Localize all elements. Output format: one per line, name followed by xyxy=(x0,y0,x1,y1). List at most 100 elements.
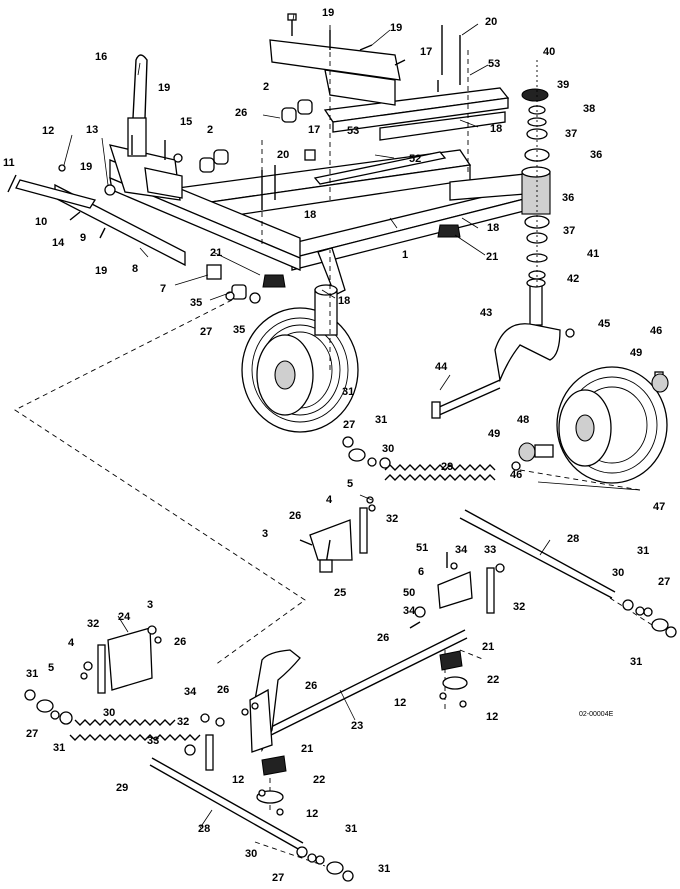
callout-17: 17 xyxy=(308,124,320,136)
callout-26: 26 xyxy=(289,510,301,522)
drawing-code: 02-00004E xyxy=(579,711,614,718)
callout-31: 31 xyxy=(630,656,642,668)
callout-31: 31 xyxy=(53,742,65,754)
callout-30: 30 xyxy=(612,567,624,579)
caster-wheel-right xyxy=(431,278,668,484)
callout-33: 33 xyxy=(147,735,159,747)
caster-wheel-left xyxy=(241,284,359,433)
callout-32: 32 xyxy=(87,618,99,630)
callout-21: 21 xyxy=(301,743,313,755)
callout-43: 43 xyxy=(480,307,492,319)
callout-5: 5 xyxy=(48,662,54,674)
caster-bearing-stack xyxy=(521,60,550,290)
callout-19: 19 xyxy=(80,161,92,173)
callout-3: 3 xyxy=(262,528,268,540)
callout-31: 31 xyxy=(26,668,38,680)
callout-18: 18 xyxy=(304,209,316,221)
callout-15: 15 xyxy=(180,116,192,128)
callout-1: 1 xyxy=(402,249,408,261)
callout-51: 51 xyxy=(416,542,428,554)
callout-52: 52 xyxy=(409,153,421,165)
callout-37: 37 xyxy=(563,225,575,237)
callout-36: 36 xyxy=(562,192,574,204)
callout-49: 49 xyxy=(630,347,642,359)
callout-28: 28 xyxy=(567,533,579,545)
callout-28: 28 xyxy=(198,823,210,835)
callout-41: 41 xyxy=(587,248,599,260)
callout-29: 29 xyxy=(441,461,453,473)
callout-22: 22 xyxy=(313,774,325,786)
callout-44: 44 xyxy=(435,361,448,373)
callout-5: 5 xyxy=(347,478,353,490)
callout-40: 40 xyxy=(543,46,555,58)
callout-35: 35 xyxy=(190,297,202,309)
callout-26: 26 xyxy=(174,636,186,648)
callout-4: 4 xyxy=(326,494,333,506)
callout-27: 27 xyxy=(343,419,355,431)
callout-2: 2 xyxy=(263,81,269,93)
callout-26: 26 xyxy=(305,680,317,692)
callout-2: 2 xyxy=(207,124,213,136)
callout-48: 48 xyxy=(517,414,529,426)
callout-42: 42 xyxy=(567,273,579,285)
leader-lines xyxy=(63,13,641,829)
callout-32: 32 xyxy=(386,513,398,525)
callout-53: 53 xyxy=(488,58,500,70)
callout-45: 45 xyxy=(598,318,610,330)
callout-22: 22 xyxy=(487,674,499,686)
callout-17: 17 xyxy=(420,46,432,58)
callout-20: 20 xyxy=(485,16,497,28)
callout-25: 25 xyxy=(334,587,346,599)
callout-30: 30 xyxy=(103,707,115,719)
callout-32: 32 xyxy=(513,601,525,613)
callout-53: 53 xyxy=(347,125,359,137)
callout-24: 24 xyxy=(118,611,131,623)
callout-8: 8 xyxy=(132,263,138,275)
main-frame xyxy=(15,39,551,296)
callout-12: 12 xyxy=(232,774,244,786)
upper-hardware xyxy=(7,13,669,471)
callout-46: 46 xyxy=(510,469,522,481)
callout-19: 19 xyxy=(95,265,107,277)
callout-10: 10 xyxy=(35,216,47,228)
callout-36: 36 xyxy=(590,149,602,161)
callout-26: 26 xyxy=(377,632,389,644)
callout-31: 31 xyxy=(342,386,354,398)
callout-34: 34 xyxy=(184,686,197,698)
callout-33: 33 xyxy=(484,544,496,556)
callout-7: 7 xyxy=(160,283,166,295)
callout-18: 18 xyxy=(338,295,350,307)
callout-35: 35 xyxy=(233,324,245,336)
callout-47: 47 xyxy=(653,501,665,513)
callout-23: 23 xyxy=(351,720,363,732)
callout-11: 11 xyxy=(3,157,15,169)
callout-13: 13 xyxy=(86,124,98,136)
callout-14: 14 xyxy=(52,237,65,249)
callout-30: 30 xyxy=(382,443,394,455)
callout-21: 21 xyxy=(486,251,498,263)
callout-4: 4 xyxy=(68,637,75,649)
callout-20: 20 xyxy=(277,149,289,161)
callout-49: 49 xyxy=(488,428,500,440)
callout-31: 31 xyxy=(375,414,387,426)
callout-16: 16 xyxy=(95,51,107,63)
callout-27: 27 xyxy=(272,872,284,884)
callout-21: 21 xyxy=(210,247,222,259)
callout-labels: 19 19 20 40 16 17 53 39 2 38 19 15 26 18… xyxy=(3,7,670,884)
assembly-guide-lines xyxy=(14,25,661,867)
callout-12: 12 xyxy=(306,808,318,820)
callout-18: 18 xyxy=(490,123,502,135)
callout-19: 19 xyxy=(158,82,170,94)
callout-32: 32 xyxy=(177,716,189,728)
callout-12: 12 xyxy=(42,125,54,137)
callout-26: 26 xyxy=(235,107,247,119)
callout-31: 31 xyxy=(378,863,390,875)
callout-34: 34 xyxy=(403,605,416,617)
callout-50: 50 xyxy=(403,587,415,599)
callout-19: 19 xyxy=(322,7,334,19)
callout-6: 6 xyxy=(418,566,424,578)
callout-21: 21 xyxy=(482,641,494,653)
callout-31: 31 xyxy=(345,823,357,835)
callout-30: 30 xyxy=(245,848,257,860)
